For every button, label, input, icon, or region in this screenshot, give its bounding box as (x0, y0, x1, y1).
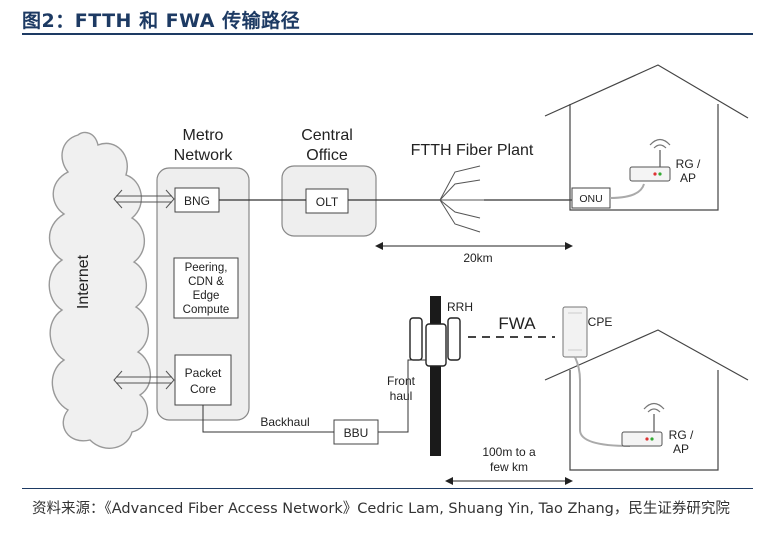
onu-label: ONU (579, 193, 602, 205)
router-top (629, 138, 671, 182)
house-bottom (544, 329, 749, 471)
rg-ap-top-label-2: AP (680, 171, 696, 185)
fronthaul-link (378, 359, 426, 433)
router-bottom (621, 402, 665, 447)
ftth-fiber-plant-label: FTTH Fiber Plant (411, 142, 534, 159)
packet-core-box (174, 354, 232, 406)
central-office-label-1: Central (301, 127, 353, 144)
backhaul-label: Backhaul (260, 415, 309, 429)
fronthaul-label-1: Front (387, 374, 416, 388)
peering-label-1: Peering, (185, 262, 228, 274)
olt-box (305, 188, 349, 214)
tower-pole (430, 296, 441, 456)
peering-label-4: Compute (183, 304, 230, 316)
metro-network-label-1: Metro (183, 127, 224, 144)
cpe-device (562, 306, 588, 358)
onu-router-cable (609, 183, 645, 199)
peering-label-2: CDN & (188, 276, 224, 288)
distance-20km-label: 20km (463, 251, 492, 265)
rrh-label: RRH (447, 300, 473, 314)
rg-ap-bottom-label-2: AP (673, 442, 689, 456)
peering-label-3: Edge (193, 290, 220, 302)
metro-network-label-2: Network (174, 147, 234, 164)
figure-title: 图2：FTTH 和 FWA 传输路径 (22, 10, 301, 32)
fiber-splitter (439, 165, 572, 233)
house-top (544, 64, 749, 211)
backhaul-link (202, 405, 334, 433)
olt-label: OLT (316, 195, 339, 209)
central-office-label-2: Office (306, 147, 348, 164)
internet-packet-core-arrow (113, 370, 175, 390)
bbu-box (333, 419, 379, 445)
internet-bng-arrow (113, 189, 175, 209)
internet-label: Internet (75, 254, 92, 309)
packet-core-label-1: Packet (185, 366, 222, 380)
title-rule (22, 33, 753, 35)
source-rule (22, 488, 753, 489)
distance-100m-label-1: 100m to a (482, 445, 536, 459)
cpe-label: CPE (588, 315, 613, 329)
rg-ap-top-label-1: RG / (676, 157, 701, 171)
peering-box (173, 257, 239, 319)
packet-core-label-2: Core (190, 382, 216, 396)
fwa-label: FWA (498, 314, 536, 333)
fronthaul-label-2: haul (390, 389, 413, 403)
internet-cloud: Internet (48, 131, 151, 449)
distance-100m-label-2: few km (490, 460, 528, 474)
bng-label: BNG (184, 194, 210, 208)
rg-ap-bottom-label-1: RG / (669, 428, 694, 442)
cpe-router-cable (574, 356, 631, 447)
bbu-label: BBU (344, 426, 369, 440)
source-note: 资料来源：《Advanced Fiber Access Network》Cedr… (32, 501, 730, 517)
rrh-antennas (409, 317, 461, 367)
